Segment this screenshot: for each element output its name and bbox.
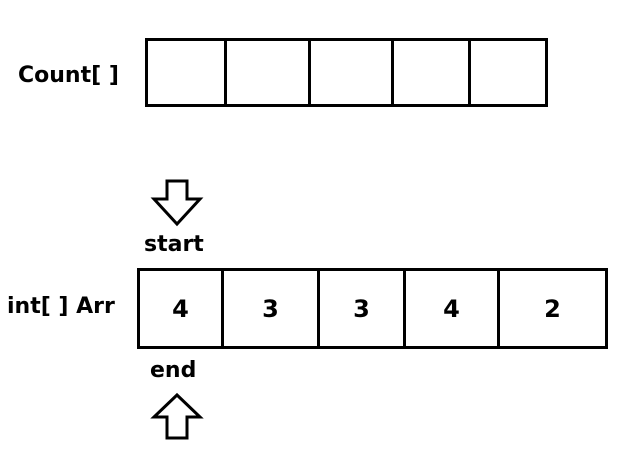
arr-cell-1: 3 bbox=[224, 271, 320, 346]
arr-cell-4: 2 bbox=[544, 294, 561, 323]
end-pointer-label: end bbox=[150, 358, 197, 383]
arr-cell-2: 3 bbox=[320, 271, 406, 346]
count-cell-1 bbox=[227, 41, 311, 104]
up-arrow-icon bbox=[150, 392, 204, 440]
count-array-label: Count[ ] bbox=[18, 63, 119, 88]
arr-cell-0: 4 bbox=[140, 271, 224, 346]
arr-cell-3: 4 bbox=[406, 271, 500, 346]
int-array: 4 3 3 4 2 bbox=[137, 268, 608, 349]
arr-array-label: int[ ] Arr bbox=[7, 294, 115, 319]
count-cell-4 bbox=[471, 41, 545, 104]
count-cell-2 bbox=[311, 41, 394, 104]
down-arrow-icon bbox=[150, 179, 204, 227]
count-cell-0 bbox=[148, 41, 227, 104]
start-pointer-label: start bbox=[144, 232, 204, 257]
count-cell-3 bbox=[394, 41, 471, 104]
count-array bbox=[145, 38, 548, 107]
